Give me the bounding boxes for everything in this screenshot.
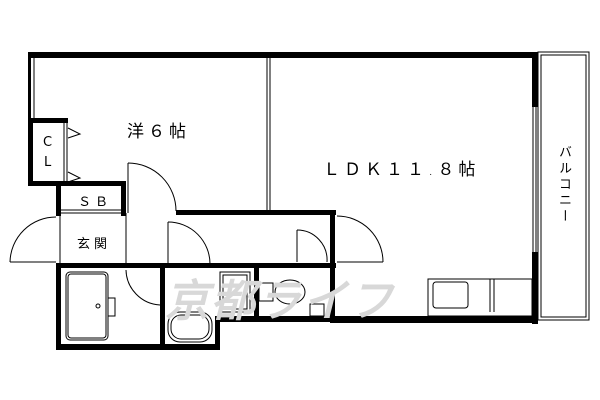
kitchen-counter	[427, 278, 533, 317]
wall-top	[28, 52, 538, 58]
watermark: 京都ライフ	[165, 276, 395, 327]
entrance-door-swing-icon	[9, 216, 57, 263]
balcony-label: バルコニー	[556, 145, 571, 225]
door-swing-icon	[127, 162, 177, 212]
entrance-label: 玄関	[77, 237, 112, 252]
balcony-outline	[537, 51, 590, 321]
shower-icon	[219, 271, 251, 313]
closet-label-c: C	[43, 135, 57, 150]
sink-icon	[432, 281, 469, 309]
room-label-western: 洋６帖	[127, 122, 190, 142]
bathtub-icon	[65, 271, 109, 341]
closet-label-l: L	[44, 155, 56, 170]
washbasin-icon	[167, 311, 213, 343]
room-label-ldk: ＬＤＫ１１.８帖	[323, 160, 480, 180]
toilet-icon	[274, 279, 306, 305]
closet-door-icon	[67, 127, 82, 139]
shoebox-label: ＳＢ	[78, 195, 113, 210]
